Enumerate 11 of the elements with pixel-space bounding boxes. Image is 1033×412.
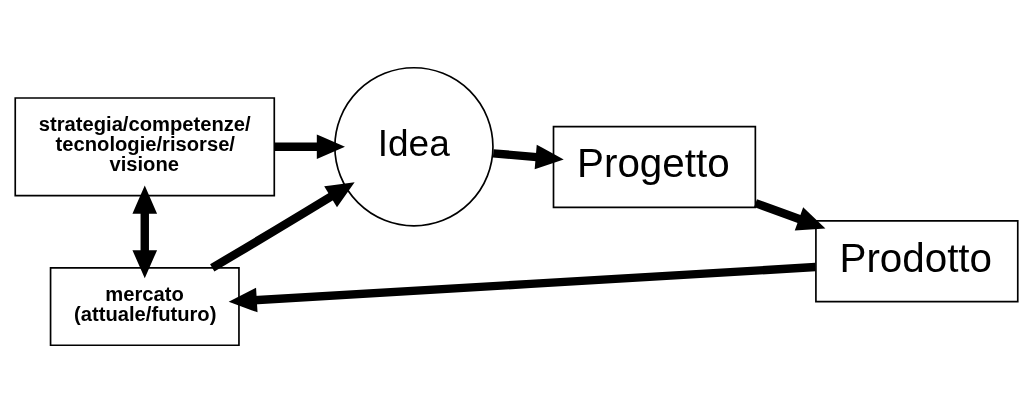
arrow	[132, 185, 158, 278]
node-box: Prodotto	[815, 219, 1019, 302]
node-box: mercato (attuale/futuro)	[49, 266, 240, 346]
arrow	[492, 144, 564, 169]
node-circle: Idea	[334, 66, 494, 227]
arrow	[754, 198, 826, 230]
node-box: strategia/competenze/ tecnologie/risorse/ visione	[14, 96, 276, 196]
arrow	[228, 262, 816, 312]
node-box: Progetto	[552, 125, 757, 208]
arrow	[274, 133, 345, 159]
arrow	[210, 181, 355, 271]
